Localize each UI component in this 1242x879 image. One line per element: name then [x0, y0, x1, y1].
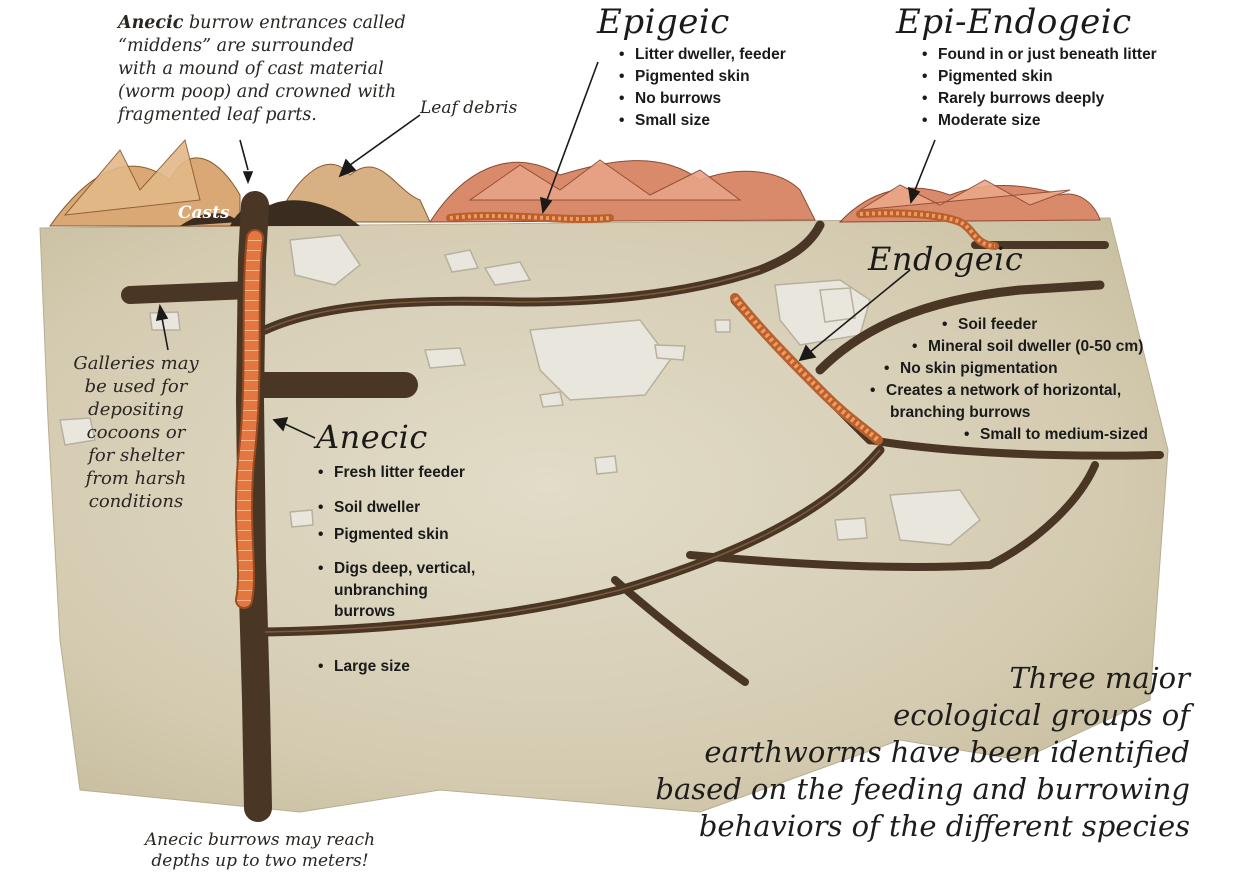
epi-endogeic-block: Epi-Endogeic Found in or just beneath li… — [896, 2, 1157, 132]
anecic-traits-e: Large size — [314, 656, 410, 678]
epi-endogeic-trait: Moderate size — [918, 110, 1157, 132]
epi-endogeic-trait: Pigmented skin — [918, 66, 1157, 88]
anecic-trait: Large size — [314, 656, 410, 678]
summary-line: behaviors of the different species — [699, 809, 1190, 843]
endogeic-trait-3-list: No skin pigmentation — [880, 358, 1058, 380]
anecic-trait-continuation-1: unbranching — [334, 580, 428, 602]
galleries-note-line: from harsh — [86, 468, 187, 489]
casts-label: Casts — [178, 203, 230, 223]
endogeic-trait-6-list: Small to medium-sized — [960, 424, 1148, 446]
epi-endogeic-trait: Rarely burrows deeply — [918, 88, 1157, 110]
anecic-traits-a: Fresh litter feeder — [314, 462, 465, 484]
endogeic-trait-4-list: Creates a network of horizontal, — [866, 380, 1121, 402]
endogeic-trait: Soil feeder — [938, 314, 1037, 336]
galleries-note-line: be used for — [85, 376, 188, 397]
epigeic-block: Epigeic Litter dweller, feeder Pigmented… — [597, 2, 786, 132]
endogeic-trait-continuation: branching burrows — [890, 402, 1030, 424]
middens-note-lead: Anecic — [118, 13, 183, 33]
anecic-trait-continuation-2: burrows — [334, 601, 395, 623]
leaf-debris-label: Leaf debris — [420, 98, 517, 118]
anecic-traits-d: Digs deep, vertical, — [314, 558, 475, 580]
summary-line: earthworms have been identified — [704, 735, 1190, 769]
endogeic-trait: Small to medium-sized — [960, 424, 1148, 446]
endogeic-trait-1-list: Soil feeder — [938, 314, 1037, 336]
galleries-note-line: depositing — [88, 399, 184, 420]
epigeic-trait: Pigmented skin — [615, 66, 786, 88]
anecic-trait: Soil dweller — [314, 497, 420, 519]
summary-line: Three major — [1009, 661, 1190, 695]
middens-note-line-5: fragmented leaf parts. — [118, 105, 317, 125]
anecic-trait: Fresh litter feeder — [314, 462, 465, 484]
endogeic-trait: No skin pigmentation — [880, 358, 1058, 380]
middens-note-line-2: “middens” are surrounded — [118, 36, 354, 56]
anecic-traits-b: Soil dweller — [314, 497, 420, 519]
endogeic-title: Endogeic — [868, 240, 1023, 278]
endogeic-trait: Creates a network of horizontal, — [866, 380, 1121, 402]
epi-endogeic-traits: Found in or just beneath litter Pigmente… — [918, 44, 1157, 132]
epigeic-trait: Small size — [615, 110, 786, 132]
galleries-note-line: Galleries may — [73, 353, 198, 374]
depth-note-line: Anecic burrows may reach — [145, 830, 375, 850]
anecic-title: Anecic — [316, 418, 428, 456]
epigeic-trait: No burrows — [615, 88, 786, 110]
summary-line: ecological groups of — [893, 698, 1190, 732]
galleries-note-line: cocoons or — [87, 422, 186, 443]
epigeic-traits: Litter dweller, feeder Pigmented skin No… — [615, 44, 786, 132]
endogeic-trait-2-list: Mineral soil dweller (0-50 cm) — [908, 336, 1143, 358]
epi-endogeic-title: Epi-Endogeic — [896, 2, 1157, 42]
depth-note-line: depths up to two meters! — [151, 851, 368, 871]
summary-line: based on the feeding and burrowing — [655, 772, 1190, 806]
galleries-note-line: conditions — [89, 491, 183, 512]
anecic-trait: Pigmented skin — [314, 524, 449, 546]
epigeic-title: Epigeic — [597, 2, 786, 42]
epigeic-trait: Litter dweller, feeder — [615, 44, 786, 66]
middens-note-line-1: burrow entrances called — [183, 13, 405, 33]
galleries-note-line: for shelter — [88, 445, 184, 466]
endogeic-trait: Mineral soil dweller (0-50 cm) — [908, 336, 1143, 358]
epi-endogeic-trait: Found in or just beneath litter — [918, 44, 1157, 66]
middens-note-line-4: (worm poop) and crowned with — [118, 82, 396, 102]
anecic-trait: Digs deep, vertical, — [314, 558, 475, 580]
middens-note-line-3: with a mound of cast material — [118, 59, 384, 79]
anecic-traits-c: Pigmented skin — [314, 524, 449, 546]
